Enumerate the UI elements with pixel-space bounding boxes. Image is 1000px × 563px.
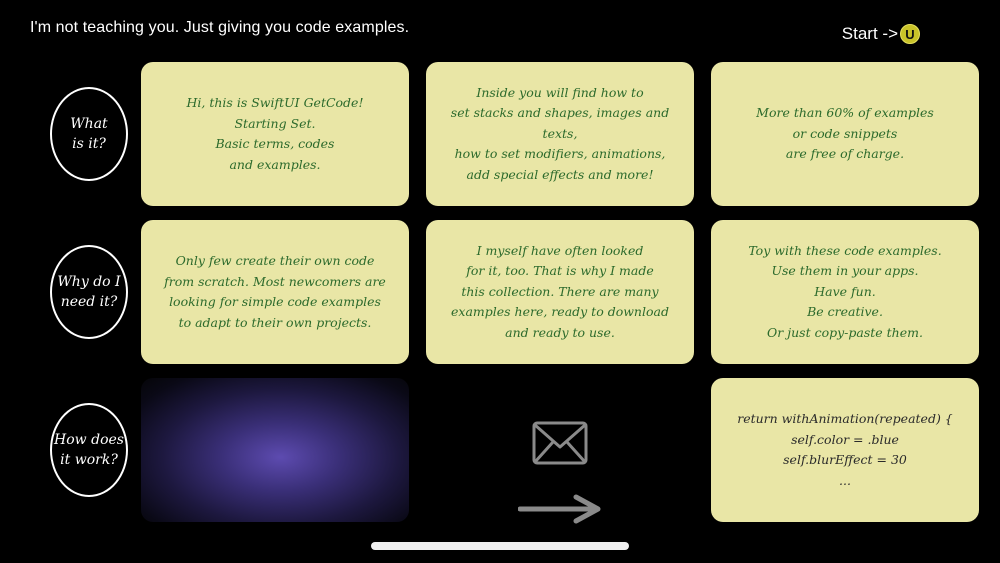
arrow-right-icon[interactable] [518, 494, 602, 524]
start-badge-icon: U [900, 24, 920, 44]
card-what-free[interactable]: More than 60% of examples or code snippe… [711, 62, 979, 206]
card-how-code-sample[interactable]: return withAnimation(repeated) { self.co… [711, 378, 979, 522]
start-button[interactable]: Start -> U [842, 22, 920, 46]
header-text: I'm not teaching you. Just giving you co… [30, 19, 410, 36]
start-button-label: Start -> [841, 24, 898, 43]
row-label-what: What is it? [50, 87, 128, 181]
card-why-newcomers[interactable]: Only few create their own code from scra… [141, 220, 409, 364]
animation-preview-glow [141, 378, 409, 522]
home-indicator[interactable] [371, 542, 629, 550]
card-why-collection[interactable]: I myself have often looked for it, too. … [426, 220, 694, 364]
card-why-usage[interactable]: Toy with these code examples. Use them i… [711, 220, 979, 364]
envelope-icon[interactable] [532, 420, 588, 466]
row-label-why: Why do I need it? [50, 245, 128, 339]
card-what-intro[interactable]: Hi, this is SwiftUI GetCode! Starting Se… [141, 62, 409, 206]
card-what-contents[interactable]: Inside you will find how to set stacks a… [426, 62, 694, 206]
row-label-how: How does it work? [50, 403, 128, 497]
